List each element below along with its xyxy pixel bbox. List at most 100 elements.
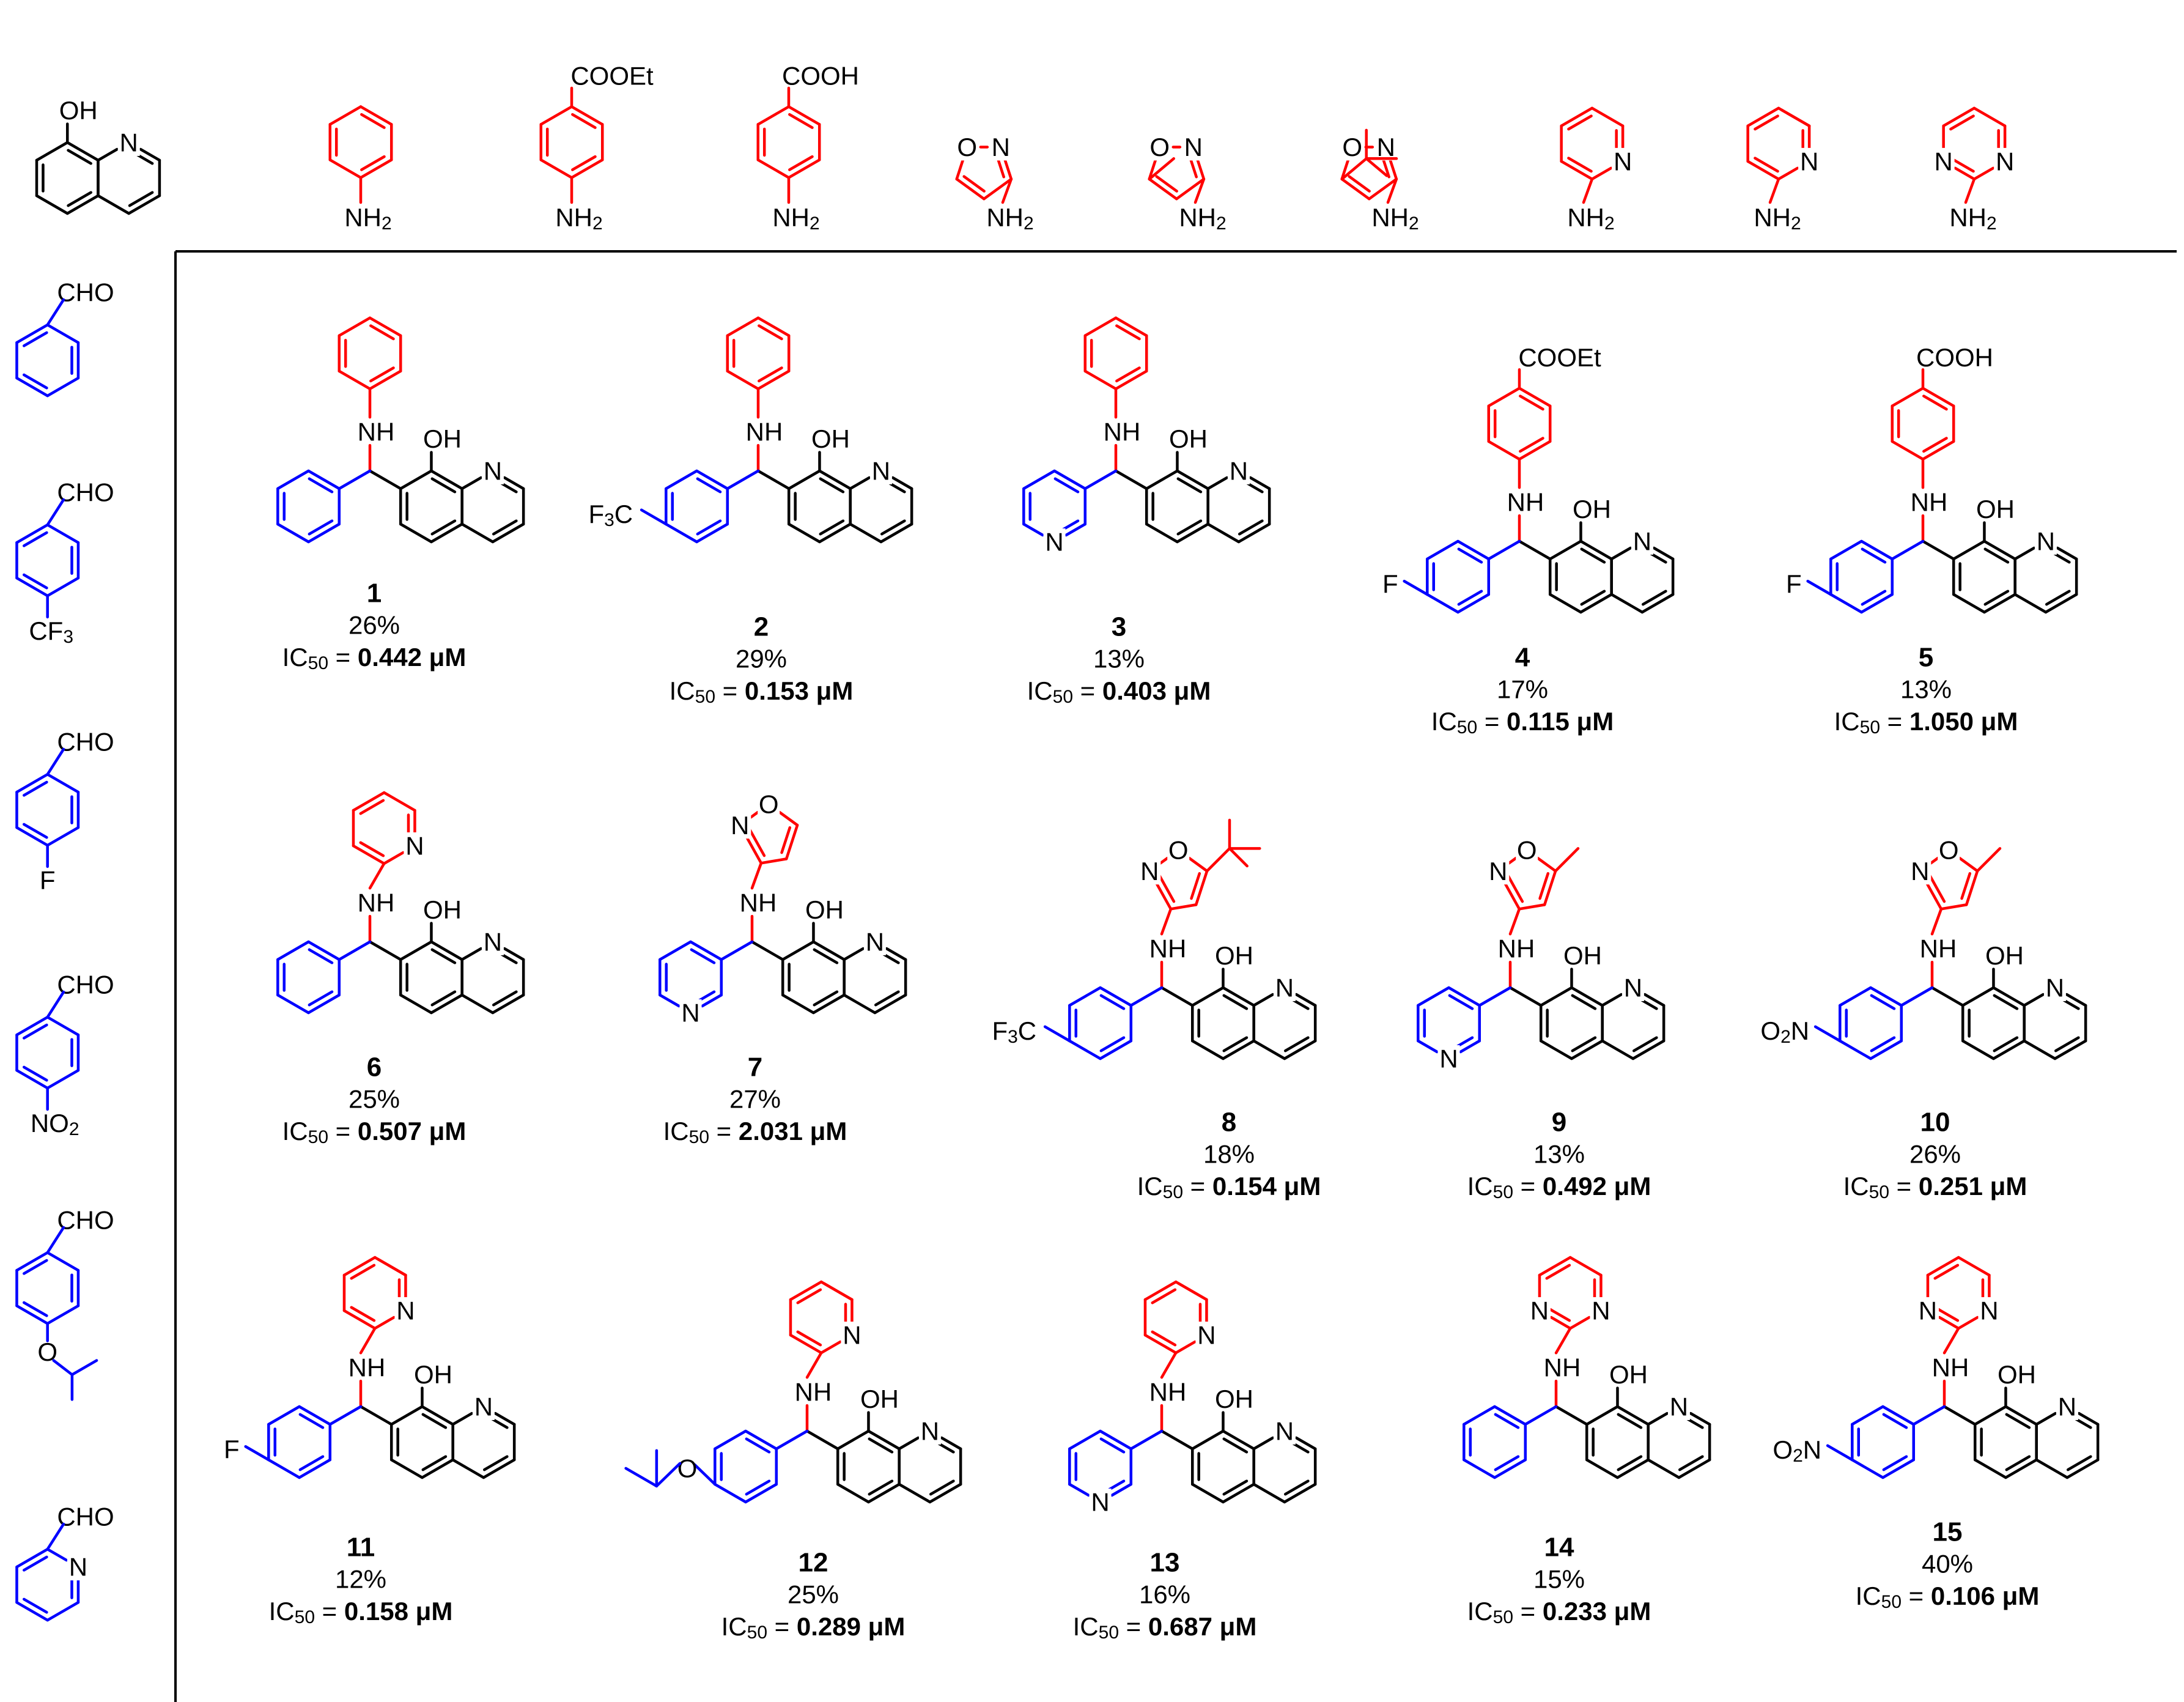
bond [1099,1039,1133,1060]
bond [1560,160,1594,181]
hydroxyl-label: OH [59,96,98,125]
double-bond [128,191,154,207]
double-bond [696,519,722,536]
double-bond [813,948,839,964]
bond [1368,177,1398,201]
double-bond [1222,1036,1249,1053]
label-mask [758,791,780,818]
bond [1826,1444,1854,1462]
heteroatom-label: N [120,128,138,157]
label-mask [1273,1418,1296,1445]
heteroatom-label: N [1996,147,2014,176]
bond [843,947,865,961]
bond [1064,522,1087,537]
bond [338,369,372,391]
bond [1570,986,1604,1007]
bond [389,1458,424,1479]
double-bond [22,573,48,590]
cf3-label: F3C [992,1016,1036,1046]
bond [1972,166,1995,181]
ic50-value: IC50 = 0.687 μM [1073,1612,1257,1643]
heteroatom-label: N [1184,133,1203,161]
bond [1938,1315,1960,1330]
heteroatom-label: N [1670,1393,1688,1421]
bond [139,147,161,162]
double-bond [1494,1413,1520,1429]
double-bond [696,477,722,494]
double-bond [1983,590,2010,606]
double-bond [1641,590,1667,606]
double-bond [1861,590,1887,606]
bond [46,498,65,527]
ic50-value: IC50 = 0.442 μM [282,643,467,673]
bond [307,522,341,544]
label-mask [472,1393,495,1420]
bond [307,940,341,961]
heteroatom-label: N [1489,857,1507,886]
bond [749,810,759,819]
bond [359,105,393,126]
bond [784,824,799,860]
bond [1972,106,2007,128]
divider-lines [174,250,2177,1702]
bond [328,1405,363,1426]
bond [1538,1256,1572,1277]
nitro-label: NO2 [31,1108,79,1139]
heteroatom-label: N [1377,133,1395,161]
double-bond [482,1455,509,1471]
heteroatom-label: N [2037,527,2055,556]
compound-number: 7 [748,1053,762,1082]
bond [1746,106,1780,128]
bond [46,1522,65,1551]
bond [1190,1039,1225,1060]
bond [1190,986,1225,1007]
double-bond [1176,519,1203,536]
ic50-value: IC50 = 0.251 μM [1843,1172,2027,1202]
double-bond [67,149,92,165]
double-bond [22,1023,48,1040]
bond [1549,1315,1572,1330]
heteroatom-label: N [921,1417,939,1446]
double-bond [2054,1036,2080,1053]
bond [891,476,913,490]
nh-label: NH [349,1353,386,1382]
bond [46,576,80,598]
bond [1187,856,1209,873]
bond [503,947,525,961]
bond [720,940,754,961]
double-bond [1238,519,1264,536]
bond [1022,522,1044,537]
bond [1478,986,1512,1007]
bond [1403,580,1429,596]
bond [2013,546,2036,561]
label-mask [1621,974,1644,1001]
bond [789,1333,823,1355]
hydroxyl-label: OH [1609,1360,1648,1389]
bond [1543,870,1557,906]
bond [1616,1458,1650,1479]
bond [1148,157,1175,181]
heteroatom-label: O [1168,836,1189,865]
heteroatom-label: N [1275,974,1294,1002]
bond [1958,856,1979,873]
double-bond [758,366,783,383]
heteroatom-label: O [1149,133,1170,161]
bond [35,141,69,162]
label-mask [1182,133,1205,161]
nh-label: NH [740,889,777,917]
bond [1176,522,1209,544]
bond [1590,166,1613,181]
double-bond [359,799,385,815]
compound-number: 15 [1933,1517,1963,1547]
double-bond [874,990,900,1007]
label-mask [1528,1297,1551,1325]
hydroxyl-label: OH [1985,941,2024,970]
bond [655,1462,682,1488]
bond [1114,316,1148,338]
hydroxyl-label: OH [1215,1385,1253,1413]
bond [276,469,310,490]
label-mask [869,457,892,484]
